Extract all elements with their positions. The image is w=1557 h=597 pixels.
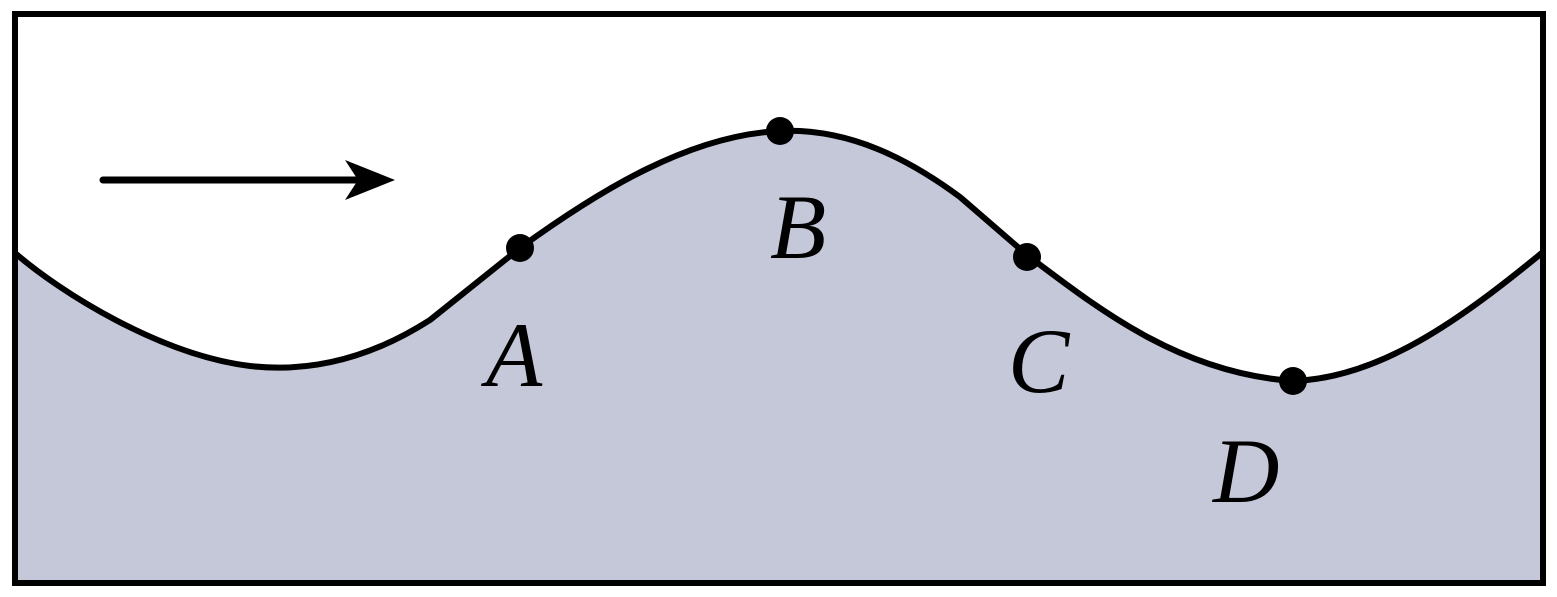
container-frame — [12, 11, 1546, 586]
point-d-dot — [1279, 367, 1307, 395]
point-d-label: D — [1211, 420, 1279, 522]
point-c-label: C — [1008, 310, 1071, 412]
propagation-arrow-icon — [99, 160, 395, 200]
point-b-label: B — [770, 176, 826, 278]
point-c-dot — [1013, 243, 1041, 271]
fluid-region — [15, 130, 1543, 583]
point-a-label: A — [480, 304, 543, 406]
point-a-dot — [506, 234, 534, 262]
point-b-dot — [766, 117, 794, 145]
